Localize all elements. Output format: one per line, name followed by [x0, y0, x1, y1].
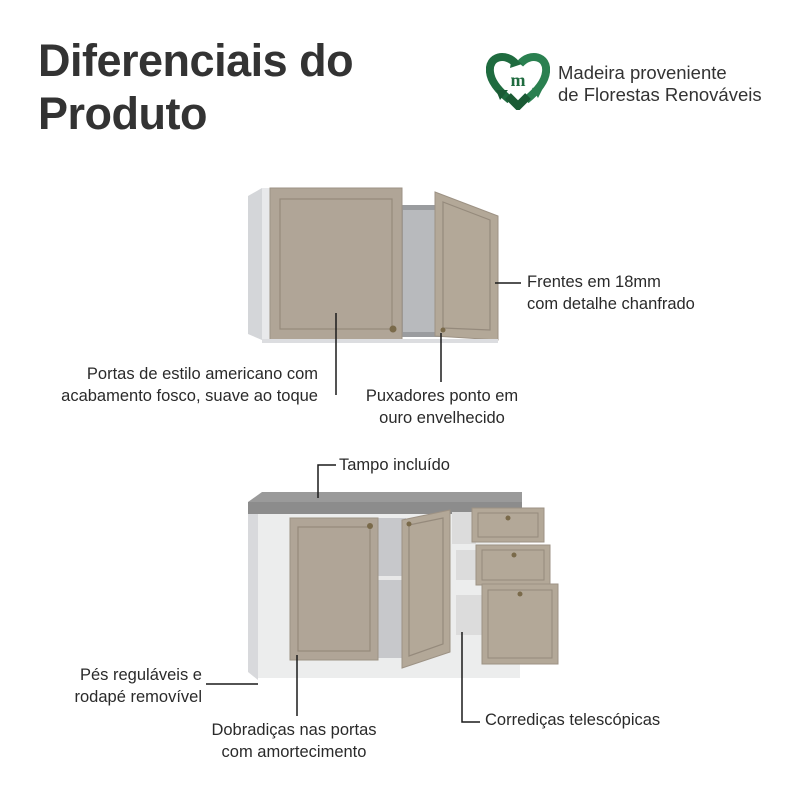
page-title: Diferenciais do Produto — [38, 34, 354, 140]
label-portas: Portas de estilo americano com acabament… — [61, 363, 318, 407]
label-portas-line1: Portas de estilo americano com — [86, 365, 318, 383]
label-dobradicas: Dobradiças nas portas com amortecimento — [196, 719, 392, 763]
base-cabinet — [248, 492, 559, 680]
badge-line-1: Madeira proveniente — [558, 62, 727, 83]
recycle-heart-m-icon: m — [486, 53, 550, 110]
label-frentes: Frentes em 18mm com detalhe chanfrado — [527, 271, 695, 315]
label-tampo-line1: Tampo incluído — [339, 456, 450, 474]
sustainability-badge: Madeira proveniente de Florestas Renováv… — [558, 62, 762, 106]
label-puxadores: Puxadores ponto em ouro envelhecido — [356, 385, 528, 429]
label-corredicas-line1: Corrediças telescópicas — [485, 711, 661, 729]
label-pes-line2: rodapé removível — [74, 688, 202, 706]
label-dobradicas-line2: com amortecimento — [221, 743, 367, 761]
label-puxadores-line1: Puxadores ponto em — [365, 387, 519, 405]
leader-lines — [206, 282, 521, 723]
label-pes-line1: Pés reguláveis e — [80, 666, 202, 684]
label-corredicas: Corrediças telescópicas — [485, 709, 660, 731]
label-pes: Pés reguláveis e rodapé removível — [75, 664, 202, 708]
title-line-1: Diferenciais do — [38, 35, 354, 86]
logo-letter: m — [511, 70, 526, 90]
label-puxadores-line2: ouro envelhecido — [379, 409, 505, 427]
title-line-2: Produto — [38, 88, 207, 139]
upper-cabinet — [248, 187, 499, 343]
label-frentes-line2: com detalhe chanfrado — [527, 295, 695, 313]
label-frentes-line1: Frentes em 18mm — [527, 273, 661, 291]
badge-line-2: de Florestas Renováveis — [558, 84, 762, 105]
label-portas-line2: acabamento fosco, suave ao toque — [61, 387, 318, 405]
label-dobradicas-line1: Dobradiças nas portas — [211, 721, 377, 739]
label-tampo: Tampo incluído — [339, 454, 450, 476]
